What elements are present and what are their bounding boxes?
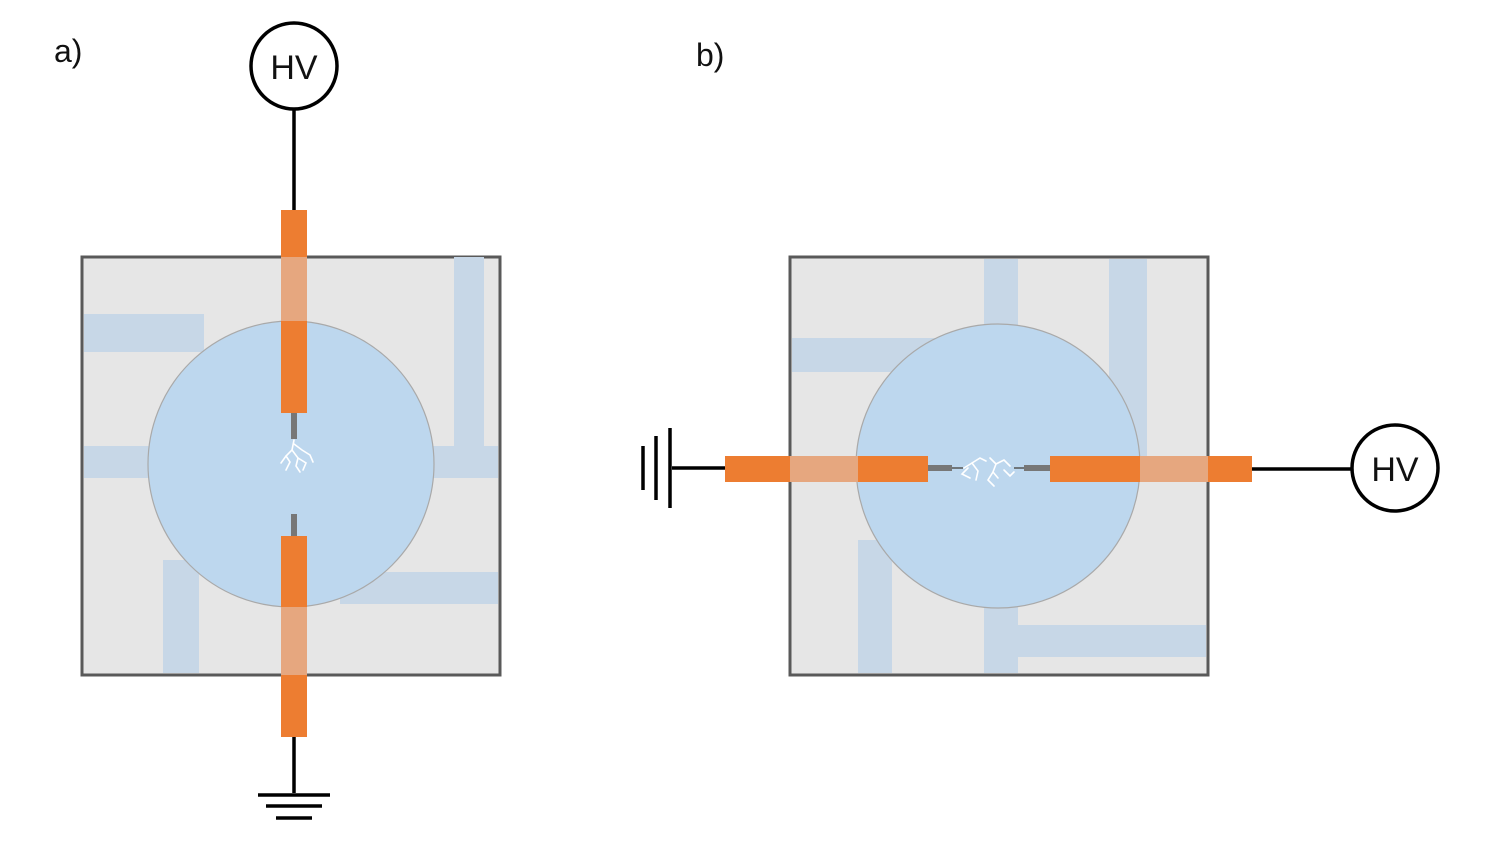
panel-a: a)	[54, 21, 502, 820]
panel-a-hv-label: HV	[270, 49, 318, 87]
panel-a-hv-source	[249, 21, 339, 111]
panel-b-ground-icon	[641, 428, 725, 508]
panel-a-spark	[280, 439, 314, 473]
panel-a-bottom-electrode-tip	[281, 536, 307, 607]
panel-a-ground-icon	[258, 737, 330, 820]
panel-b-hv-label: HV	[1371, 451, 1419, 489]
panel-a-top-electrode-tip	[281, 321, 307, 413]
panel-b-spark	[960, 457, 1015, 487]
panel-b-left-needle	[928, 465, 952, 471]
panel-b-right-needle	[1024, 465, 1050, 471]
panel-a-bottom-electrode-overlap	[281, 607, 307, 675]
panel-b-left-electrode	[725, 456, 791, 482]
panel-b-label: b)	[696, 37, 724, 73]
panel-b-right-electrode-tip	[1050, 456, 1140, 482]
panel-a-bottom-needle	[291, 514, 297, 536]
panel-b: b)	[641, 37, 1440, 677]
panel-a-top-electrode	[281, 210, 307, 258]
panel-b-left-electrode-tip	[858, 456, 928, 482]
panel-a-bottom-electrode	[281, 675, 307, 737]
panel-a-top-needle	[291, 413, 297, 439]
panel-b-right-electrode-overlap	[1140, 456, 1208, 482]
panel-a-top-electrode-overlap	[281, 257, 307, 321]
panel-b-left-electrode-overlap	[790, 456, 858, 482]
panel-b-hv-source	[1350, 423, 1440, 513]
panel-b-right-electrode	[1208, 456, 1252, 482]
panel-a-label: a)	[54, 33, 82, 69]
